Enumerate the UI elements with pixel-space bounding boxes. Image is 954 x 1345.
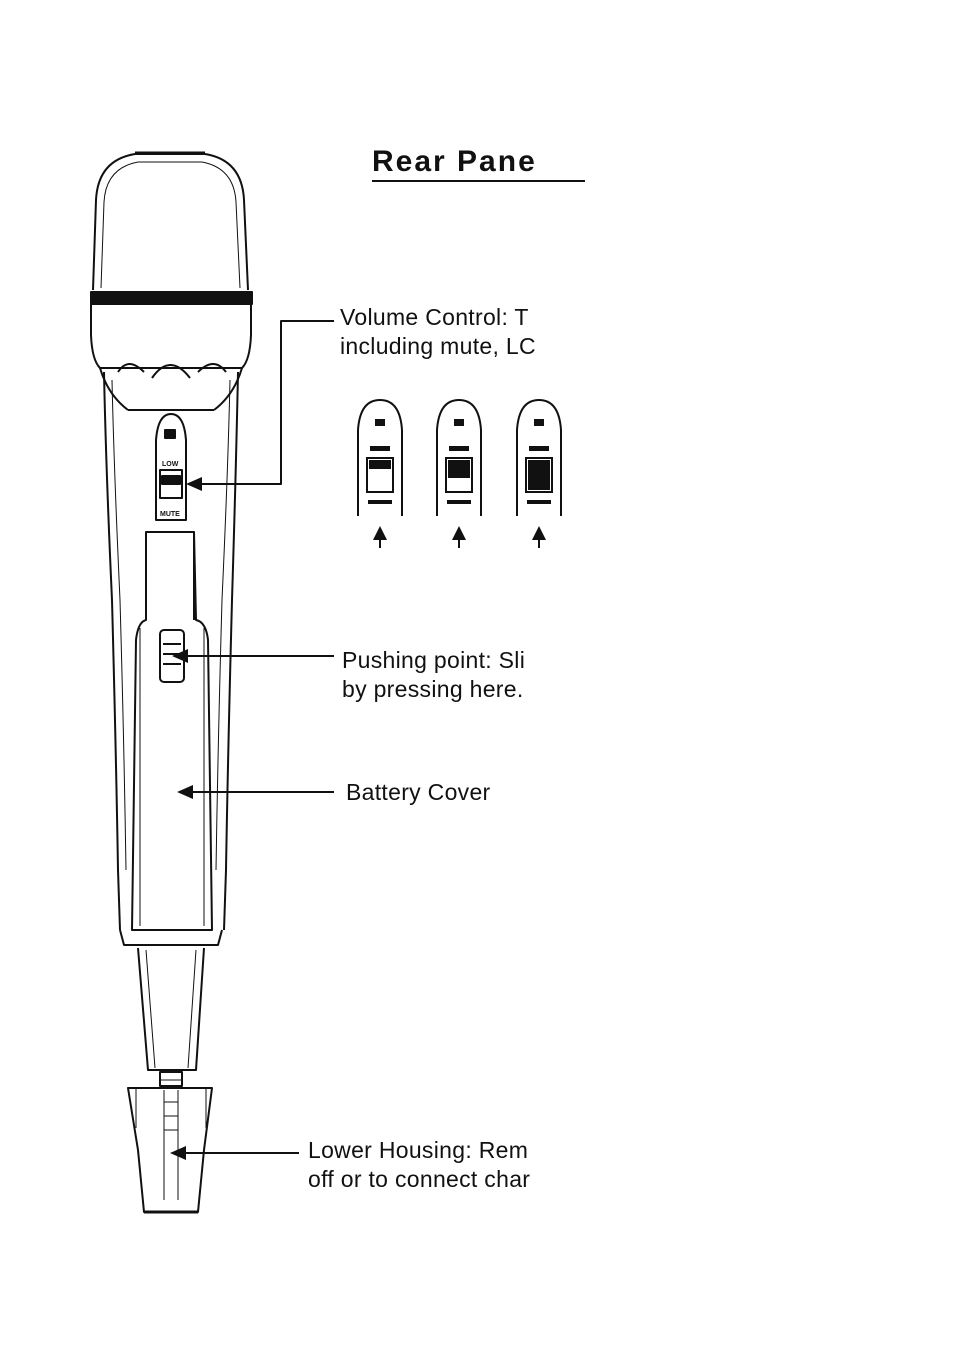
volume-control-label-line2: including mute, LC <box>340 333 536 359</box>
switch-position-3 <box>516 398 562 548</box>
mic-grille <box>92 153 249 291</box>
volume-leader-line <box>198 320 334 485</box>
switch-position-bottom-mark <box>368 500 392 504</box>
crop-mask <box>563 390 623 560</box>
switch-position-slider <box>448 460 470 478</box>
switch-position-outline <box>516 398 562 516</box>
switch-position-bottom-mark <box>527 500 551 504</box>
switch-position-slider-frame <box>445 457 473 493</box>
lower-housing-label-line2: off or to connect char <box>308 1166 531 1192</box>
switch-position-outline <box>436 398 482 516</box>
switch-position-2 <box>436 398 482 548</box>
switch-position-indicator <box>454 419 464 426</box>
switch-position-arrow <box>532 526 546 540</box>
switch-position-indicator <box>534 419 544 426</box>
battery-cover-label: Battery Cover <box>346 779 491 805</box>
switch-position-bottom-mark <box>447 500 471 504</box>
lower-arrowhead <box>170 1146 186 1160</box>
lower-housing-label-line1: Lower Housing: Rem <box>308 1137 529 1163</box>
mic-grille-inner <box>100 161 241 289</box>
page-title: Rear Pane <box>372 146 585 182</box>
volume-control-label-line1: Volume Control: T <box>340 304 529 330</box>
switch-position-1 <box>357 398 403 548</box>
pushing-point-label-line2: by pressing here. <box>342 676 524 702</box>
pushing-arrowhead <box>172 649 188 663</box>
switch-low-mark: LOW <box>162 461 179 468</box>
mic-neck <box>137 947 205 1071</box>
switch-mute-mark: MUTE <box>160 511 180 518</box>
switch-position-top-mark <box>529 446 549 451</box>
battery-cover <box>131 531 213 931</box>
switch-position-outline <box>357 398 403 516</box>
switch-position-arrow <box>373 526 387 540</box>
switch-position-arrow <box>452 526 466 540</box>
switch-window <box>155 413 187 521</box>
lower-housing <box>127 1087 213 1213</box>
switch-position-slider-frame <box>366 457 394 493</box>
mic-collar-band <box>90 291 253 305</box>
volume-switch <box>159 469 183 499</box>
mic-scallops <box>99 363 243 411</box>
pushing-point-label-line1: Pushing point: Sli <box>342 647 526 673</box>
switch-position-indicator <box>375 419 385 426</box>
volume-arrowhead <box>186 477 202 491</box>
switch-position-slider <box>369 460 391 469</box>
switch-position-slider <box>528 460 550 490</box>
switch-position-slider-frame <box>525 457 553 493</box>
switch-position-top-mark <box>449 446 469 451</box>
switch-position-top-mark <box>370 446 390 451</box>
mic-connector <box>159 1071 183 1087</box>
battery-arrowhead <box>177 785 193 799</box>
mic-lower-collar <box>119 929 223 946</box>
mic-body <box>103 371 239 931</box>
